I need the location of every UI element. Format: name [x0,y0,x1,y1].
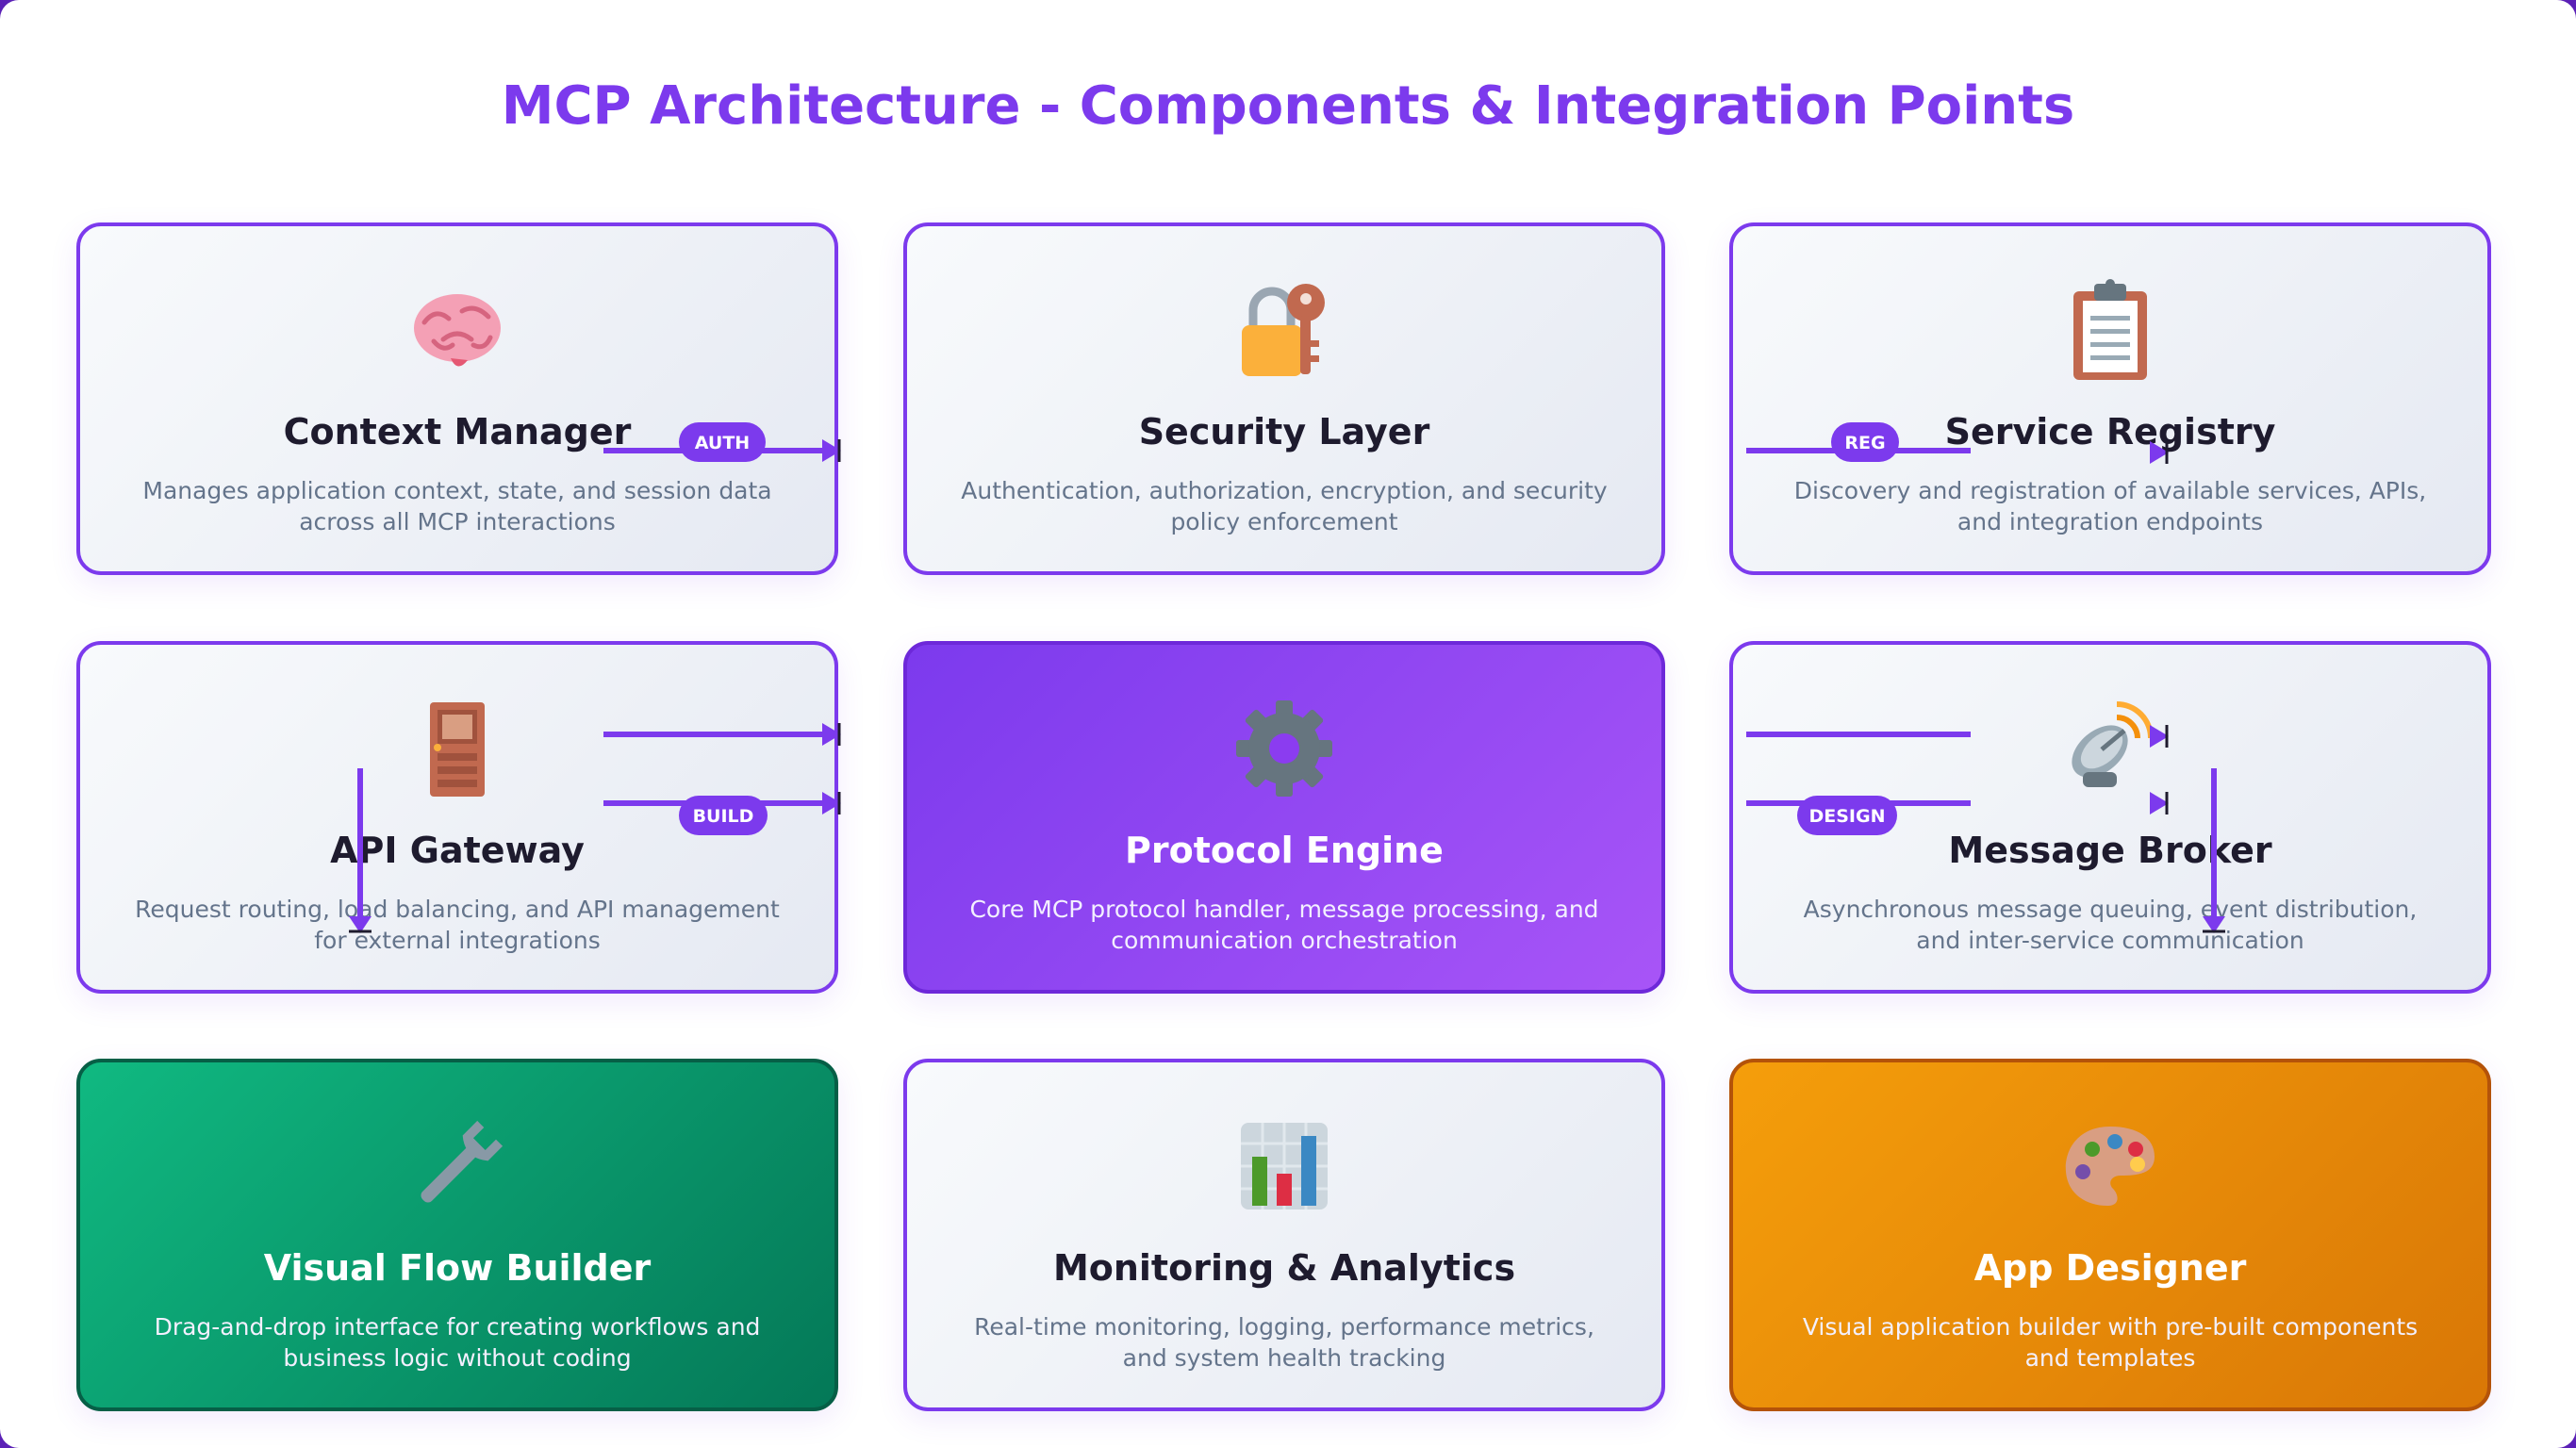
component-name: Message Broker [1948,830,2272,871]
arrowhead [2150,725,2169,748]
connector-badge-reg: REG [1831,422,1899,462]
component-description: Authentication, authorization, encryptio… [961,477,1608,535]
bar-chart-icon [907,1113,1661,1219]
component-name: Monitoring & Analytics [1052,1247,1516,1289]
component-name: App Designer [1973,1247,2247,1289]
arrowhead [822,439,841,462]
component-card-monitoring-analytics: Monitoring & Analytics Real-time monitor… [903,1059,1665,1411]
connector-label-build: BUILD [693,806,754,827]
component-description: Discovery and registration of available … [1793,477,2427,535]
connector-badge-build: BUILD [679,796,768,835]
component-card-visual-flow-builder: Visual Flow Builder Drag-and-drop interf… [76,1059,838,1411]
arrowhead [822,792,841,814]
connector-badge-design: DESIGN [1797,796,1897,835]
component-name: API Gateway [330,830,585,871]
component-description: Real-time monitoring, logging, performan… [974,1313,1594,1372]
component-card-protocol-engine: Protocol Engine Core MCP protocol handle… [903,641,1665,994]
component-description: Request routing, load balancing, and API… [135,896,780,954]
component-name: Visual Flow Builder [263,1247,652,1289]
component-description: Manages application context, state, and … [142,477,772,535]
lock-key-icon [907,277,1661,383]
component-description: Asynchronous message queuing, event dist… [1803,896,2418,954]
component-name: Security Layer [1138,411,1430,452]
connector-label-reg: REG [1844,433,1885,453]
gear-icon [907,696,1661,801]
component-name: Context Manager [283,411,632,452]
component-card-service-registry: Service Registry Discovery and registrat… [1729,222,2491,575]
component-card-security-layer: Security Layer Authentication, authoriza… [903,222,1665,575]
clipboard-icon [1733,277,2487,383]
component-card-context-manager: Context Manager Manages application cont… [76,222,838,575]
arrowhead [822,723,841,746]
arrowhead [2150,441,2169,464]
component-name: Protocol Engine [1125,830,1444,871]
arrowhead [2203,916,2225,933]
satellite-dish-icon [1733,696,2487,801]
connector-badge-auth: AUTH [679,422,766,462]
wrench-icon [80,1113,834,1219]
connector-label-design: DESIGN [1808,806,1885,827]
component-description: Core MCP protocol handler, message proce… [969,896,1599,954]
component-name: Service Registry [1944,411,2276,452]
connector-label-auth: AUTH [695,433,750,453]
arrowhead [2150,792,2169,814]
component-card-app-designer: App Designer Visual application builder … [1729,1059,2491,1411]
page-title: MCP Architecture - Components & Integrat… [501,75,2075,137]
component-description: Drag-and-drop interface for creating wor… [154,1313,761,1372]
arrowhead [349,916,372,933]
component-description: Visual application builder with pre-buil… [1802,1313,2419,1372]
brain-icon [80,277,834,383]
palette-icon [1733,1113,2487,1219]
door-icon [80,696,834,801]
